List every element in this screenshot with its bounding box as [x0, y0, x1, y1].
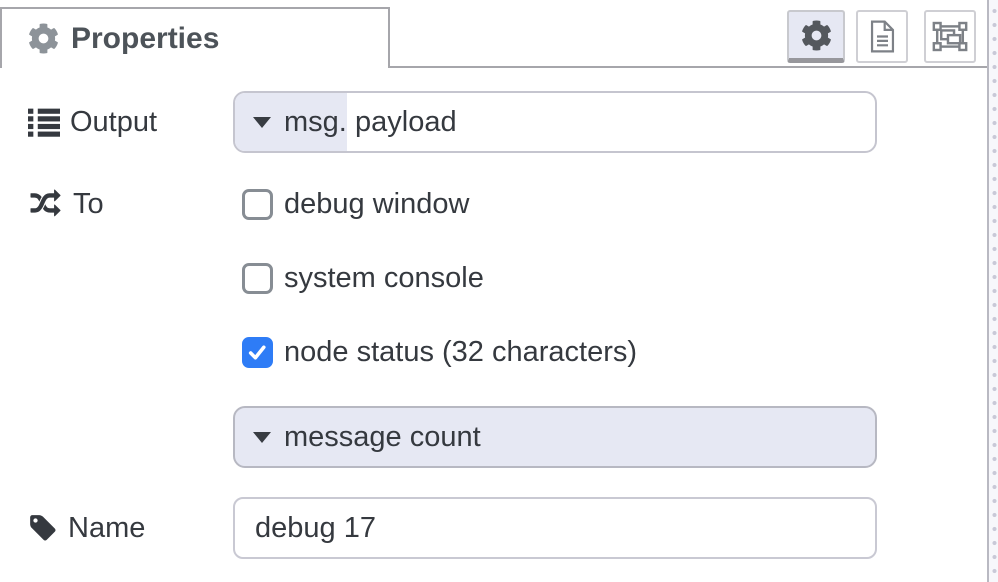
gear-icon	[29, 23, 58, 54]
node-status-checkbox-row[interactable]: node status (32 characters)	[242, 336, 638, 368]
list-icon	[28, 108, 60, 137]
tabbar-divider	[0, 66, 987, 68]
properties-tab-button[interactable]	[787, 10, 845, 63]
caret-down-icon	[253, 116, 271, 128]
name-label: Name	[28, 497, 145, 559]
name-input[interactable]	[233, 497, 877, 559]
output-type-select-button[interactable]: msg.	[235, 93, 347, 151]
panel-resize-grip[interactable]	[987, 0, 998, 582]
object-group-icon	[932, 21, 968, 52]
output-typed-input: msg.	[233, 91, 877, 153]
node-status-checkbox[interactable]	[242, 337, 273, 368]
debug-window-checkbox[interactable]	[242, 189, 273, 220]
debug-window-checkbox-row[interactable]: debug window	[242, 188, 470, 220]
caret-down-icon	[253, 431, 271, 443]
output-type-label: msg.	[284, 105, 347, 138]
status-type-selected-option: message count	[284, 420, 481, 453]
appearance-tab-button[interactable]	[924, 10, 976, 63]
to-label: To	[28, 187, 104, 221]
tab-properties[interactable]: Properties	[0, 7, 390, 68]
system-console-label: system console	[284, 262, 484, 294]
shuffle-icon	[30, 189, 61, 217]
debug-window-label: debug window	[284, 188, 470, 220]
status-type-select-button[interactable]: message count	[233, 406, 877, 468]
checkmark-icon	[248, 345, 266, 360]
node-status-label: node status (32 characters)	[284, 336, 638, 368]
output-label: Output	[28, 91, 157, 153]
description-tab-button[interactable]	[856, 10, 908, 63]
system-console-checkbox-row[interactable]: system console	[242, 262, 484, 294]
tag-icon	[30, 515, 56, 541]
tab-properties-label: Properties	[71, 21, 220, 55]
system-console-checkbox[interactable]	[242, 263, 273, 294]
output-property-input[interactable]	[347, 93, 875, 151]
gear-icon	[801, 19, 831, 51]
file-text-icon	[870, 20, 894, 53]
